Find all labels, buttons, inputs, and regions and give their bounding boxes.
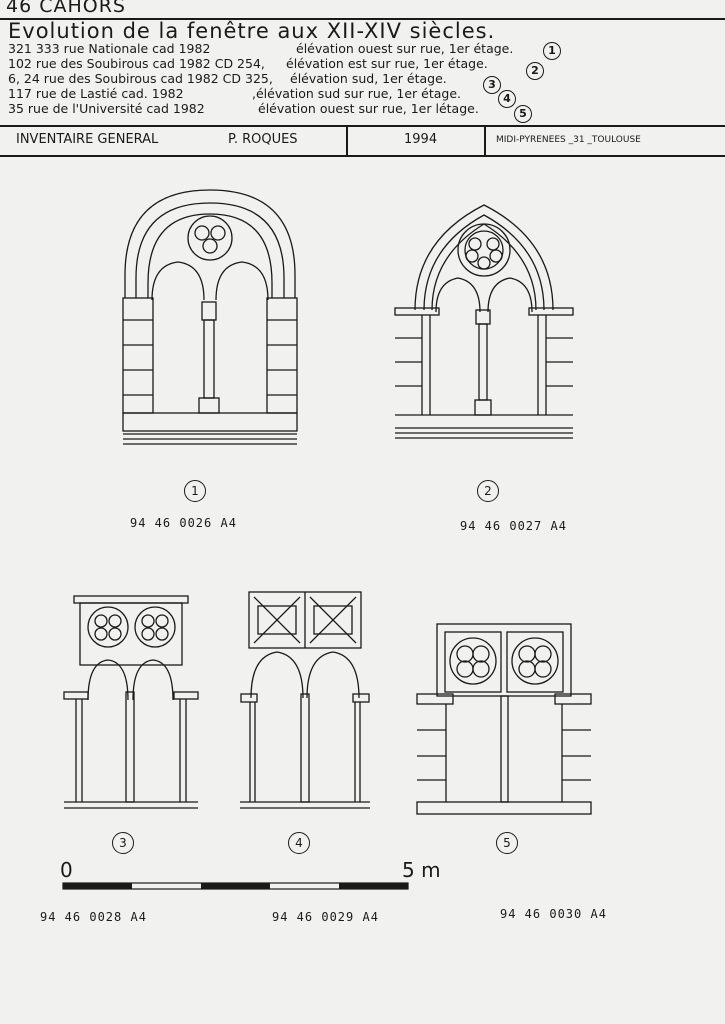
entry-3-address: 6, 24 rue des Soubirous cad 1982 CD 325, [8, 71, 273, 86]
entry-3-description: élévation sud, 1er étage. [290, 71, 447, 86]
page-title: 46 CAHORS [6, 0, 126, 17]
inventory-label: INVENTAIRE GENERAL [16, 132, 159, 147]
figure-3-number: 3 [112, 832, 134, 854]
scale-start-label: 0 [60, 858, 73, 882]
year-label: 1994 [404, 132, 438, 147]
figure-4-number: 4 [288, 832, 310, 854]
entry-4-number: 4 [498, 90, 516, 108]
top-rule [0, 18, 725, 20]
figure-5-ref: 94 46 0030 A4 [500, 907, 607, 921]
entry-5-number: 5 [514, 105, 532, 123]
scale-end-label: 5 m [402, 858, 441, 882]
entry-2-address: 102 rue des Soubirous cad 1982 CD 254, [8, 56, 265, 71]
figure-1-number: 1 [184, 480, 206, 502]
figure-2-ref: 94 46 0027 A4 [460, 519, 567, 533]
region-label: MIDI-PYRENEES _31 _TOULOUSE [496, 135, 641, 145]
figure-5-number: 5 [496, 832, 518, 854]
drawing-title: Evolution de la fenêtre aux XII-XIV sièc… [8, 19, 496, 43]
figure-1-ref: 94 46 0026 A4 [130, 516, 237, 530]
entry-1-description: élévation ouest sur rue, 1er étage. [296, 41, 514, 56]
entry-4-address: 117 rue de Lastié cad. 1982 [8, 86, 184, 101]
info-band-divider-1 [346, 125, 348, 156]
entry-5-description: élévation ouest sur rue, 1er létage. [258, 101, 479, 116]
figure-3-ref: 94 46 0028 A4 [40, 910, 147, 924]
info-band-bottom-rule [0, 155, 725, 157]
figure-2-number: 2 [477, 480, 499, 502]
entry-1-address: 321 333 rue Nationale cad 1982 [8, 41, 211, 56]
author-label: P. ROQUES [228, 132, 298, 147]
entry-5-address: 35 rue de l'Université cad 1982 [8, 101, 205, 116]
info-band-divider-2 [484, 125, 486, 156]
entry-3-number: 3 [483, 76, 501, 94]
entry-4-description: ,élévation sud sur rue, 1er étage. [252, 86, 461, 101]
entry-2-description: élévation est sur rue, 1er étage. [286, 56, 488, 71]
entry-2-number: 2 [526, 62, 544, 80]
entry-1-number: 1 [543, 42, 561, 60]
info-band-top-rule [0, 125, 725, 127]
figure-4-ref: 94 46 0029 A4 [272, 910, 379, 924]
